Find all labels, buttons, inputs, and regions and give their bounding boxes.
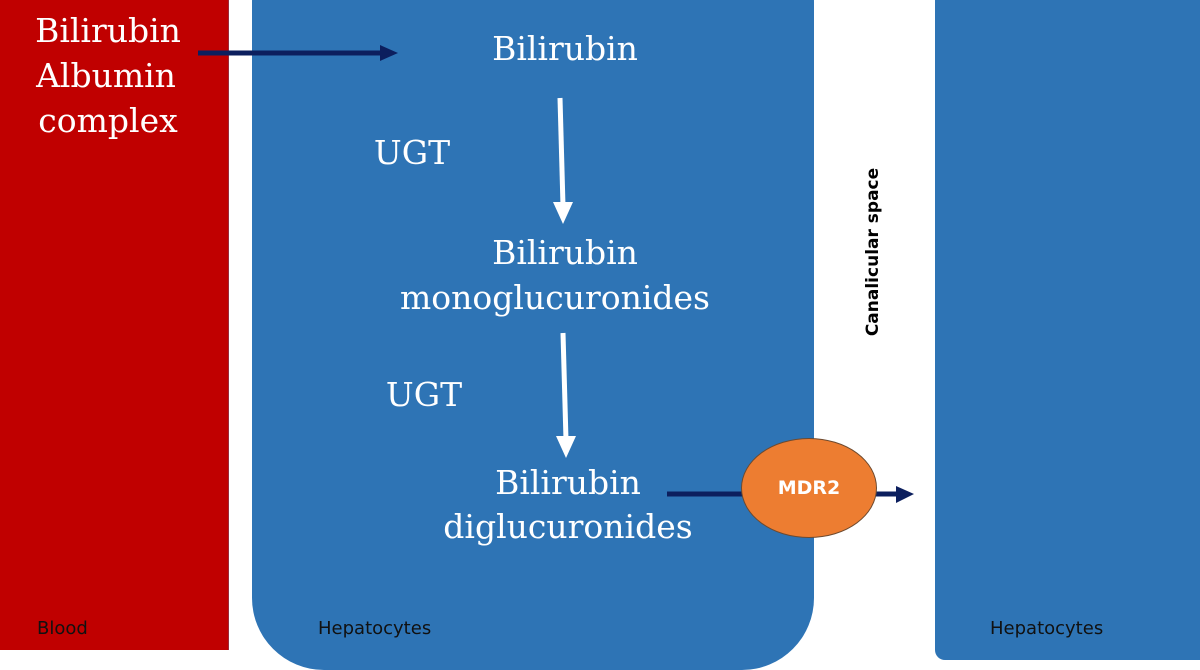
di-line-1: Bilirubin xyxy=(495,463,641,502)
hepatocyte-center-label: Hepatocytes xyxy=(318,618,432,639)
canalicular-space-label: Canalicular space xyxy=(863,167,883,337)
efflux-arrow xyxy=(876,486,914,503)
di-line-2: diglucuronides xyxy=(443,507,693,546)
complex-line-2: Albumin xyxy=(36,56,176,95)
mono-line-1: Bilirubin xyxy=(492,233,638,272)
blood-label: Blood xyxy=(37,618,88,639)
hepatocyte-right-label: Hepatocytes xyxy=(990,618,1104,639)
bilirubin-label: Bilirubin xyxy=(492,29,638,68)
blood-region xyxy=(0,0,229,650)
complex-line-3: complex xyxy=(38,101,178,140)
hepatocyte-center-region xyxy=(252,0,814,670)
ugt-label-2: UGT xyxy=(385,375,463,414)
mdr2-transporter: MDR2 xyxy=(741,438,877,538)
complex-line-1: Bilirubin xyxy=(35,11,181,50)
mdr2-label: MDR2 xyxy=(777,477,841,499)
ugt-label-1: UGT xyxy=(373,133,451,172)
hepatocyte-right-region xyxy=(935,0,1200,660)
mono-line-2: monoglucuronides xyxy=(400,278,710,317)
